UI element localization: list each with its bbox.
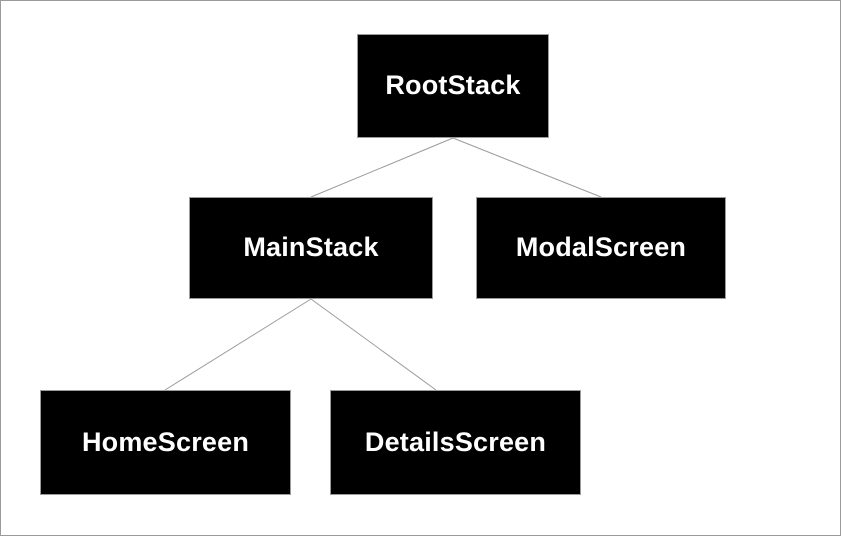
node-details-screen-label: DetailsScreen (364, 426, 547, 457)
node-home-screen-label: HomeScreen (81, 426, 250, 457)
node-main-stack[interactable]: MainStack (189, 197, 433, 299)
edge-root-to-modal (452, 137, 602, 198)
node-details-screen[interactable]: DetailsScreen (330, 390, 581, 495)
node-home-screen[interactable]: HomeScreen (40, 390, 291, 495)
node-root-stack-label: RootStack (385, 70, 521, 101)
node-main-stack-label: MainStack (243, 232, 379, 263)
node-root-stack[interactable]: RootStack (357, 34, 549, 138)
edge-main-to-details (310, 298, 437, 391)
node-modal-screen[interactable]: ModalScreen (476, 197, 726, 299)
edge-main-to-home (164, 298, 312, 391)
edge-root-to-main (310, 137, 454, 198)
node-modal-screen-label: ModalScreen (515, 232, 687, 263)
